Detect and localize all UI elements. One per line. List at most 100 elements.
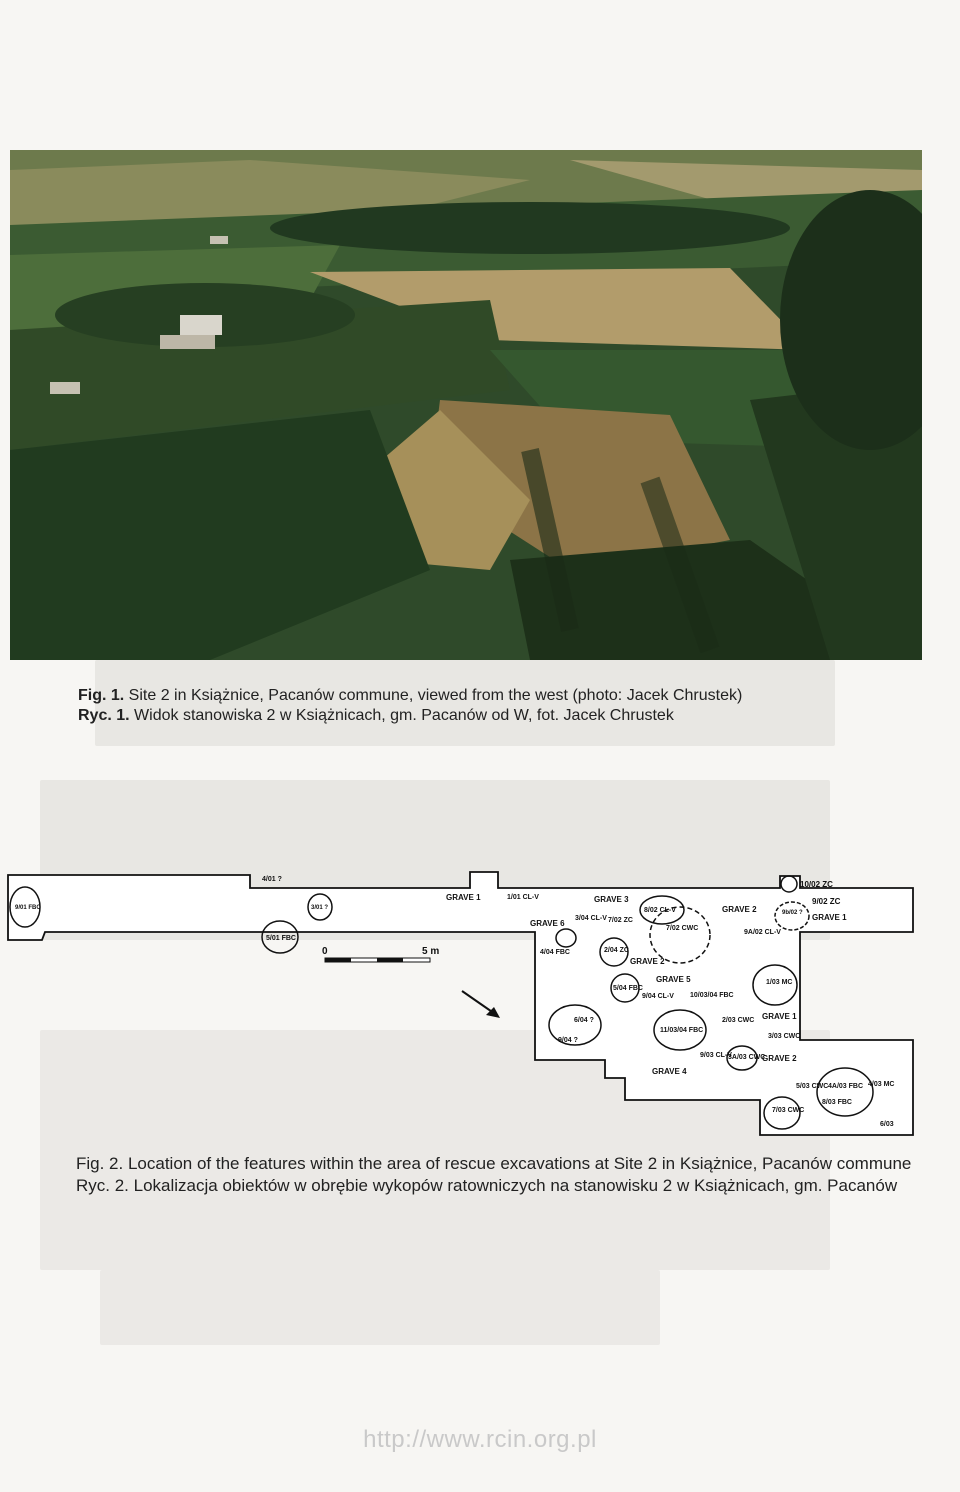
north-arrow-icon [461, 990, 500, 1018]
feature-label: 11/03/04 FBC [660, 1027, 703, 1034]
feature-label: 7/02 ZC [608, 917, 633, 924]
feature-2-03: 2/03 CWC [722, 1017, 754, 1024]
feature-label: 4/04 FBC [540, 949, 570, 956]
figure-1-caption-pl: Ryc. 1. Widok stanowiska 2 w Książnicach… [78, 706, 674, 725]
feature-5-03: 5/03 CWC [796, 1083, 828, 1090]
scale-bar: 0 5 m [322, 946, 439, 963]
feature-label: 9/02 ZC [812, 897, 841, 906]
feature-label: 5/03 CWC [796, 1083, 828, 1090]
figure-2-caption-pl: Ryc. 2. Lokalizacja obiektów w obrębie w… [76, 1176, 897, 1195]
feature-label: 7/03 CWC [772, 1107, 804, 1114]
feature-label: GRAVE 5 [656, 975, 691, 984]
feature-1-01: 1/01 CL-V [507, 894, 539, 901]
feature-label: 2/04 ZC [604, 947, 629, 954]
feature-label: GRAVE 1 [762, 1012, 797, 1021]
feature-label: 1/01 CL-V [507, 894, 539, 901]
feature-label: 9/04 CL-V [642, 993, 674, 1000]
trench-outline [7, 871, 914, 1136]
feature-3a-03: 3A/03 CWC [726, 1045, 765, 1071]
figure-1-label-pl: Ryc. 1. [78, 707, 130, 724]
feature-9-02: 9/02 ZC [812, 897, 841, 906]
feature-3-03: 3/03 CWC [768, 1033, 800, 1040]
feature-8-02: 8/02 CL-V [639, 895, 685, 925]
feature-label: 7/02 CWC [666, 925, 698, 932]
figure-1-caption-en: Fig. 1. Site 2 in Książnice, Pacanów com… [78, 686, 742, 705]
feature-9b-02: 9b/02 ? [774, 901, 810, 931]
feature-6-04: 6/04 ? [548, 1004, 602, 1046]
feature-label: 6/04 ? [574, 1017, 594, 1024]
show-through-block [100, 1270, 660, 1345]
feature-label: 6/03 [880, 1121, 894, 1128]
feature-label: 8/02 CL-V [644, 907, 676, 914]
feature-label: 5/04 FBC [613, 985, 643, 992]
feature-label: 3/01 ? [311, 905, 328, 911]
feature-9a-02: 9A/02 CL-V [744, 929, 781, 936]
feature-grave-3: GRAVE 3 [594, 895, 629, 904]
figure-2-text-en: Location of the features within the area… [123, 1154, 912, 1173]
feature-label: GRAVE 3 [594, 895, 629, 904]
figure-1-text-pl: Widok stanowiska 2 w Książnicach, gm. Pa… [129, 707, 674, 724]
feature-label: 1/03 MC [766, 979, 792, 986]
feature-grave-1a: GRAVE 1 [446, 893, 481, 902]
scale-zero: 0 [322, 946, 328, 957]
feature-grave-2b: GRAVE 2 [722, 905, 757, 914]
feature-grave-2a: GRAVE 2 [630, 957, 665, 966]
feature-11-03-04: 11/03/04 FBC [653, 1009, 707, 1051]
feature-label: 9A/02 CL-V [744, 929, 781, 936]
feature-label: GRAVE 1 [812, 913, 847, 922]
figure-2-text-pl: Lokalizacja obiektów w obrębie wykopów r… [128, 1176, 898, 1195]
feature-7-02-zc: 7/02 ZC [608, 917, 633, 924]
feature-1-03: 1/03 MC [752, 964, 798, 1006]
feature-10-02: 10/02 ZC [780, 875, 833, 893]
feature-10-03-04: 10/03/04 FBC [690, 992, 734, 999]
feature-6-03: 6/03 [880, 1121, 894, 1128]
feature-label: 3A/03 CWC [728, 1054, 765, 1061]
feature-3-01: 3/01 ? [307, 893, 333, 921]
feature-label: 8/03 FBC [822, 1099, 852, 1106]
feature-label: 3/03 CWC [768, 1033, 800, 1040]
show-through-block [95, 660, 835, 746]
feature-9-01: 9/01 FBC [9, 886, 41, 928]
feature-grave-1b: GRAVE 1 [812, 913, 847, 922]
feature-9-04-clv: 9/04 CL-V [642, 993, 674, 1000]
feature-7-03: 7/03 CWC [763, 1096, 804, 1130]
feature-label: GRAVE 2 [762, 1054, 797, 1063]
feature-label: GRAVE 4 [652, 1067, 687, 1076]
feature-grave-4: GRAVE 4 [652, 1067, 687, 1076]
footer-url: http://www.rcin.org.pl [363, 1426, 597, 1453]
feature-label: 9b/02 ? [782, 910, 803, 916]
feature-7-02-cwc: 7/02 CWC [649, 906, 711, 964]
figure-2-label-en: Fig. 2. [76, 1154, 124, 1173]
feature-label: GRAVE 1 [446, 893, 481, 902]
aerial-photograph [10, 150, 922, 660]
feature-grave-6: GRAVE 6 [530, 919, 565, 928]
feature-4a-03: 4A/03 FBC [816, 1067, 874, 1117]
feature-2-04: 2/04 ZC [599, 937, 629, 967]
figure-1-text-en: Site 2 in Książnice, Pacanów commune, vi… [124, 687, 743, 704]
feature-8-03: 8/03 FBC [822, 1099, 852, 1106]
scale-end: 5 m [422, 946, 439, 957]
figure-2-label-pl: Ryc. 2. [76, 1176, 129, 1195]
feature-grave-5: GRAVE 5 [656, 975, 691, 984]
feature-5-01: 5/01 FBC [261, 920, 299, 954]
feature-label: 4A/03 FBC [828, 1083, 863, 1090]
feature-label: 5/01 FBC [266, 935, 296, 942]
feature-label: 9/03 CL-V [700, 1052, 732, 1059]
feature-label: 10/03/04 FBC [690, 992, 734, 999]
figure-2-caption-en: Fig. 2. Location of the features within … [76, 1154, 911, 1173]
feature-label: 2/03 CWC [722, 1017, 754, 1024]
feature-5-04: 5/04 FBC [610, 973, 643, 1003]
feature-label: 3/04 CL-V [575, 915, 607, 922]
feature-label: 4/03 MC [868, 1081, 894, 1088]
feature-label: GRAVE 2 [630, 957, 665, 966]
feature-9-04-q: 9/04 ? [558, 1037, 578, 1044]
feature-4-04: 4/04 FBC [540, 928, 577, 956]
feature-label: 9/01 FBC [15, 905, 41, 911]
feature-label: GRAVE 6 [530, 919, 565, 928]
feature-grave-1c: GRAVE 1 [762, 1012, 797, 1021]
feature-4-01: 4/01 ? [262, 876, 282, 883]
feature-label: GRAVE 2 [722, 905, 757, 914]
feature-4-03: 4/03 MC [868, 1081, 894, 1088]
feature-9-03: 9/03 CL-V [700, 1052, 732, 1059]
excavation-plan: 0 5 m 9/01 FBC 4/01 ? 3/01 ? 5/01 FBC GR… [0, 860, 960, 1150]
